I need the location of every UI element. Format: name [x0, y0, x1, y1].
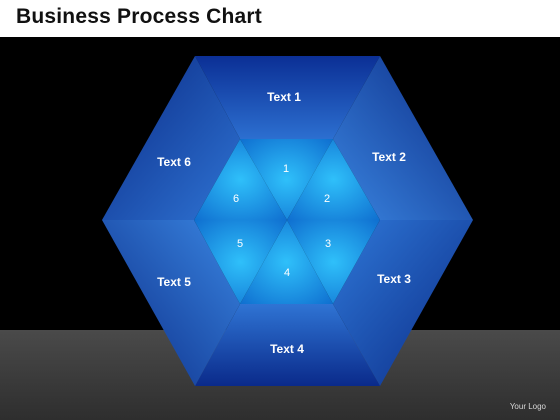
segment-4-outer	[195, 304, 380, 386]
page-title: Business Process Chart	[16, 5, 263, 28]
segment-1-number: 1	[283, 163, 289, 175]
segment-6-inner	[194, 139, 287, 220]
segment-5-outer	[102, 220, 240, 386]
title-bar: Business Process Chart	[0, 0, 560, 37]
segment-6-label: Text 6	[157, 155, 191, 169]
segment-4-label: Text 4	[270, 342, 304, 356]
segment-1-inner	[240, 139, 333, 220]
segment-4-number: 4	[284, 267, 290, 279]
segment-1-outer	[195, 56, 380, 139]
segment-3-outer	[333, 220, 473, 386]
segment-1-label: Text 1	[267, 90, 301, 104]
segment-5-inner	[194, 220, 287, 304]
segment-6-number: 6	[233, 193, 239, 205]
segment-2-label: Text 2	[372, 150, 406, 164]
segment-5-label: Text 5	[157, 275, 191, 289]
segment-6-outer	[102, 56, 240, 220]
segment-4-inner	[240, 220, 333, 304]
logo-text: Your Logo	[509, 402, 546, 411]
segment-2-inner	[287, 139, 380, 220]
segment-3-label: Text 3	[377, 272, 411, 286]
segment-2-number: 2	[324, 193, 330, 205]
segment-3-inner	[287, 220, 380, 304]
segment-5-number: 5	[237, 238, 243, 250]
segment-3-number: 3	[325, 238, 331, 250]
segment-2-outer	[333, 56, 473, 220]
